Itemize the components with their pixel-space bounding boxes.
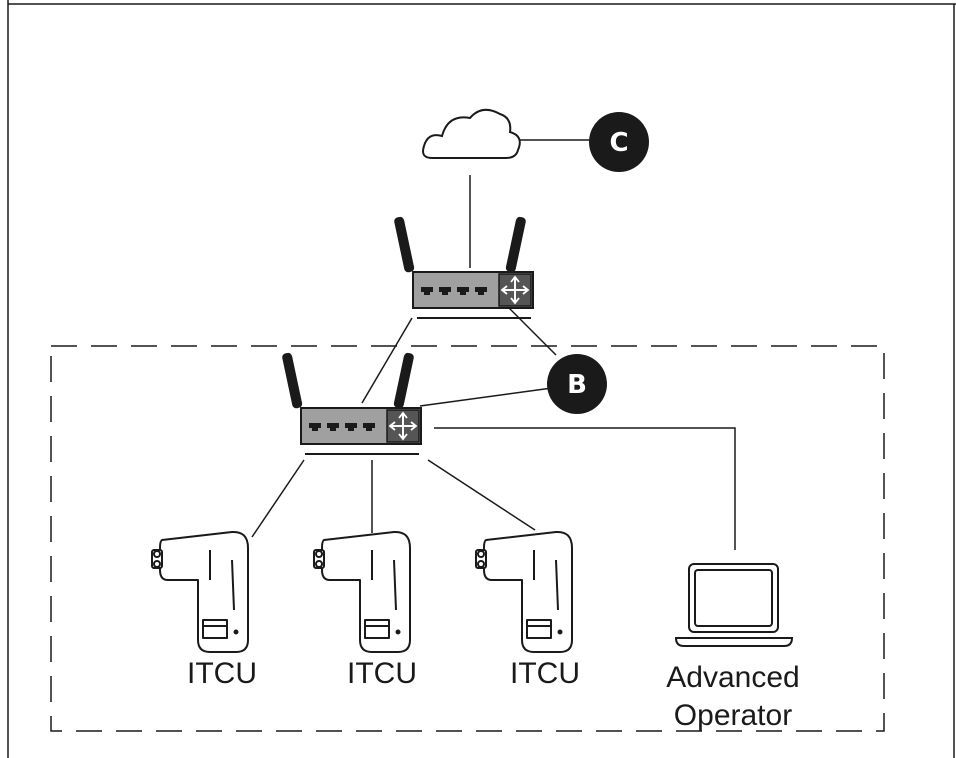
cloud-icon — [422, 108, 521, 159]
operator-label-line2: Operator — [674, 699, 792, 732]
callout-c: C — [589, 112, 649, 172]
upstream-router-icon — [392, 215, 534, 319]
laptop-icon — [674, 563, 794, 647]
itcu-icon-2 — [313, 530, 411, 653]
itcu-label-2: ITCU — [347, 657, 417, 690]
svg-text:C: C — [609, 128, 628, 158]
svg-text:B: B — [567, 370, 587, 400]
itcu-label-1: ITCU — [187, 657, 257, 690]
callout-b: B — [547, 354, 607, 414]
itcu-icon-1 — [151, 530, 249, 653]
itcu-label-3: ITCU — [510, 657, 580, 690]
operator-label-line1: Advanced — [666, 661, 799, 694]
connection-lines — [251, 139, 736, 550]
local-router-icon — [280, 351, 422, 455]
itcu-icon-3 — [475, 530, 573, 653]
local-network-boundary — [50, 345, 885, 732]
